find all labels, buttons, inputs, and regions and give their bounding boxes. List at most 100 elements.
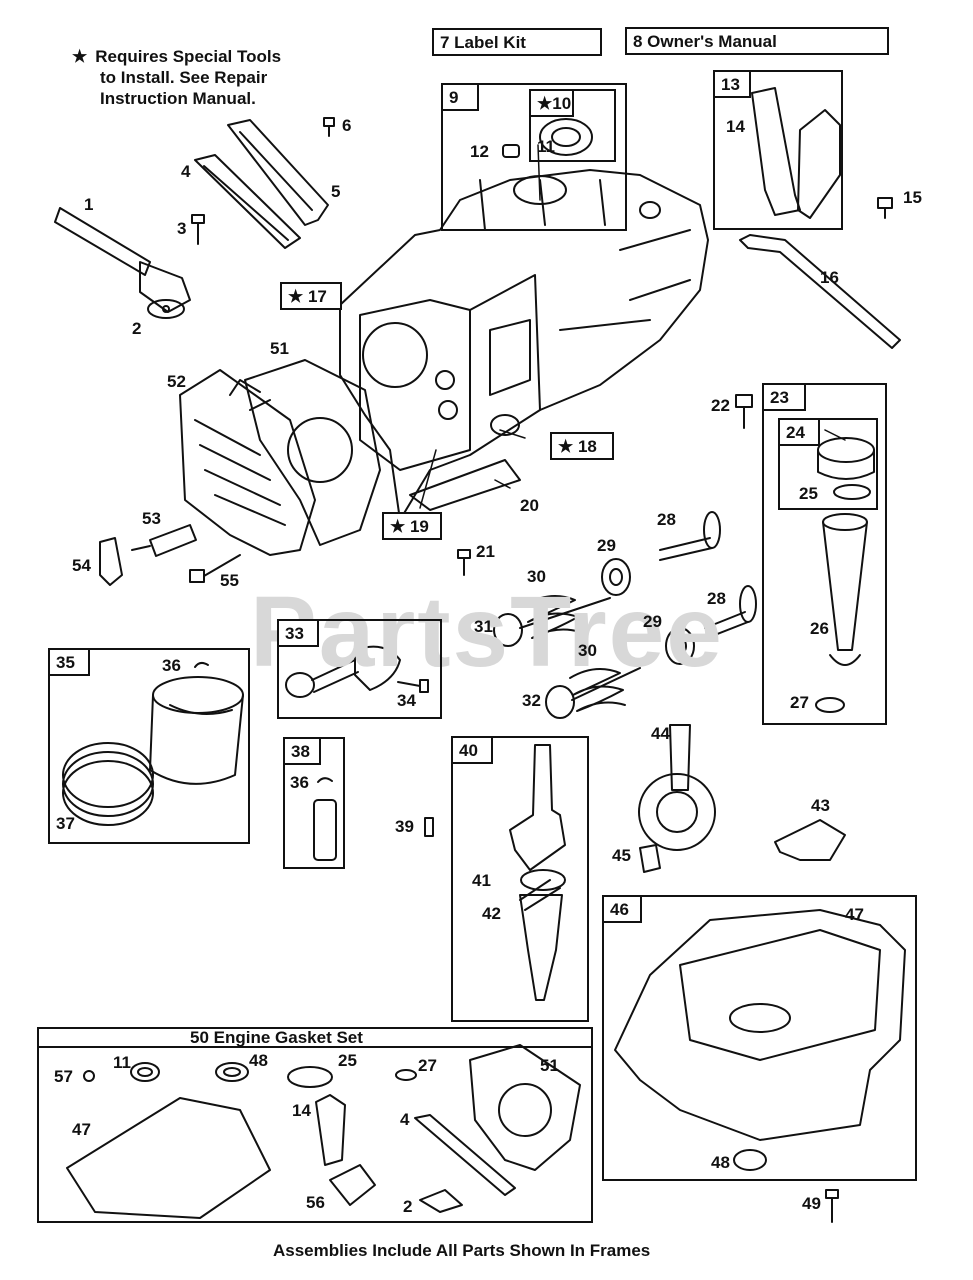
screw-part-22 [735,394,753,429]
gasket-callout-47: 47 [72,1120,91,1139]
gasket-callout-4: 4 [400,1110,410,1129]
callout-11: 11 [537,137,555,156]
star-icon: ★ [72,47,88,66]
frame-cylinder-assembly [441,83,627,231]
o-ring-part-27 [815,697,845,713]
tube-part-16 [739,234,901,349]
piston-rings-part-37 [62,742,154,826]
callout-54: 54 [72,556,91,575]
oil-fill-cap-part-24 [817,437,875,480]
frame-oil-fill [762,383,887,725]
gasket-callout-48: 48 [249,1051,268,1070]
oil-sump-part-47 [614,909,906,1141]
frame-breather [713,70,843,230]
owners-manual-box: 8 Owner's Manual [625,27,889,55]
callout-31: 31 [474,617,493,636]
gasket-callout-25: 25 [338,1051,357,1070]
gasket-callout-14: 14 [292,1101,311,1120]
valve-tappet-part-28a [659,511,721,561]
callout-48: 48 [711,1153,730,1172]
breather-cover-part-5 [227,119,329,226]
camshaft-gear-part-44 [638,724,716,851]
callout-41: 41 [472,871,491,890]
screw-part-21 [457,549,471,576]
gasket-callout-57: 57 [54,1067,73,1086]
callout-9: 9 [441,83,479,111]
o-ring-part-25 [833,484,871,500]
callout-4: 4 [181,162,191,181]
callout-27: 27 [790,693,809,712]
callout-2: 2 [132,319,142,338]
valve-spring-part-30a [524,595,581,639]
governor-part-43 [774,819,846,861]
bolt-part-55 [189,554,241,583]
note-line-1: Requires Special Tools [95,47,282,66]
callout-12: 12 [470,142,489,161]
callout-35: 35 [48,648,90,676]
piston-pin-part-38 [313,799,337,861]
gasket-callout-2: 2 [403,1197,413,1216]
callout-18: ★ 18 [550,432,614,460]
key-part-39 [424,817,434,837]
callout-29b: 29 [643,612,662,631]
callout-55: 55 [220,571,239,590]
frame-crankshaft [451,736,589,1022]
callout-36a: 36 [162,656,181,675]
gasket-set-contents [66,1044,581,1219]
callout-25: 25 [799,484,818,503]
gasket-set-title: 50 Engine Gasket Set [190,1028,363,1047]
spark-plug-part-53 [131,524,197,557]
callout-34: 34 [397,691,416,710]
callout-46: 46 [602,895,642,923]
callout-42: 42 [482,904,501,923]
callout-52: 52 [167,372,186,391]
callout-33: 33 [277,619,319,647]
retaining-ring-part-36b [317,777,333,783]
callout-23: 23 [762,383,806,411]
note-line-2: to Install. See Repair [100,68,268,87]
callout-14: 14 [726,117,745,136]
callout-45: 45 [612,846,631,865]
rod-bolt-part-34 [397,679,429,693]
callout-19: ★ 19 [382,512,442,540]
valve-tappet-part-28b [704,585,757,639]
oil-fill-tube-part-26 [822,513,868,666]
callout-30a: 30 [527,567,546,586]
callout-49: 49 [802,1194,821,1213]
callout-24: 24 [778,418,820,446]
callout-38: 38 [283,737,321,765]
callout-1: 1 [84,195,94,214]
callout-26: 26 [810,619,829,638]
callout-44: 44 [651,724,670,743]
dowel-pin-part-12 [502,144,520,158]
plug-part-45 [639,844,661,873]
retaining-ring-part-36a [194,661,209,668]
callout-36b: 36 [290,773,309,792]
valve-spring-part-30b [569,668,626,712]
callout-28a: 28 [657,510,676,529]
callout-20: 20 [520,496,539,515]
spring-retainer-part-29a [601,558,631,596]
callout-32: 32 [522,691,541,710]
cylinder-head-part-52 [179,369,316,556]
spring-retainer-part-29b [665,627,695,665]
callout-47: 47 [845,905,864,924]
callout-16: 16 [820,268,839,287]
exhaust-valve-part-32 [545,667,641,719]
connecting-rod-part-33 [285,645,401,698]
oil-seal-part-11 [539,118,593,156]
frame-sump [602,895,917,1181]
callout-40: 40 [451,736,493,764]
callout-17: ★ 17 [280,282,342,310]
frame-gasket-set [37,1027,593,1223]
gasket-callout-51: 51 [540,1056,559,1075]
frame-connecting-rod [277,619,442,719]
callout-53: 53 [142,509,161,528]
callout-21: 21 [476,542,495,561]
callout-13: 13 [713,70,751,98]
breather-cover-part-14 [751,87,841,219]
callout-15: 15 [903,188,922,207]
callout-51: 51 [270,339,289,358]
spark-plug-boot-part-54 [99,537,123,586]
